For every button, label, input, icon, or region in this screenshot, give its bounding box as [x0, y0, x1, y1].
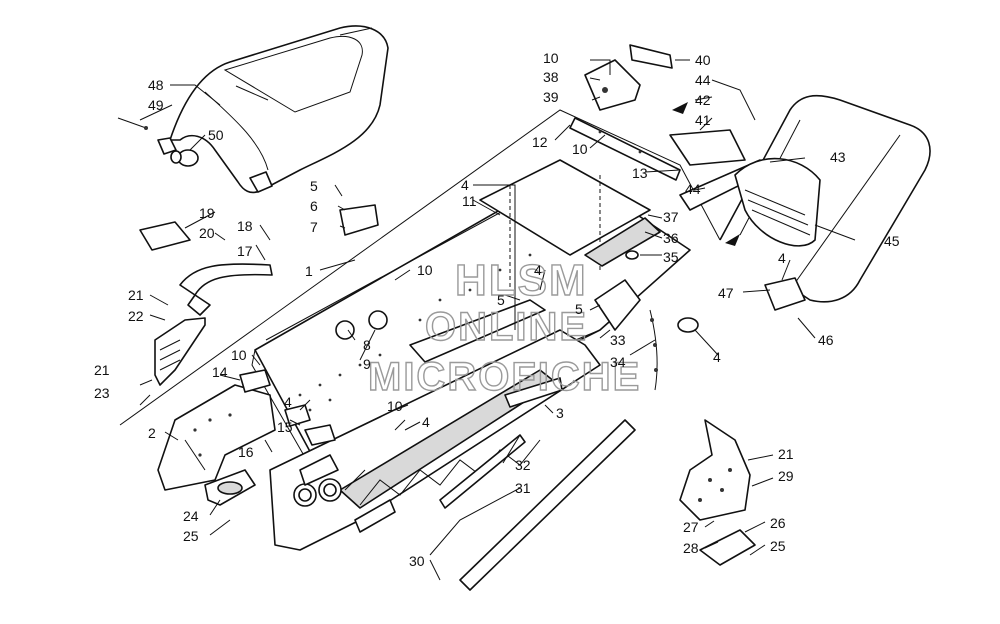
storage-plate [479, 159, 661, 290]
callout-26: 26 [770, 515, 786, 531]
callout-24: 24 [183, 508, 199, 524]
callout-50: 50 [208, 127, 224, 143]
callout-6: 6 [310, 198, 318, 214]
callout-7: 7 [310, 219, 318, 235]
callout-32: 32 [515, 457, 531, 473]
callout-10: 10 [231, 347, 247, 363]
flap-link [649, 309, 658, 391]
callout-36: 36 [663, 230, 679, 246]
callout-21: 21 [778, 446, 794, 462]
callout-3: 3 [556, 405, 564, 421]
callout-10: 10 [417, 262, 433, 278]
callout-2: 2 [148, 425, 156, 441]
brace-35 [625, 250, 639, 260]
rear-mount [764, 277, 806, 311]
callout-34: 34 [610, 354, 626, 370]
callout-13: 13 [632, 165, 648, 181]
seat [157, 25, 389, 194]
callout-4: 4 [778, 250, 786, 266]
callout-28: 28 [683, 540, 699, 556]
callout-20: 20 [199, 225, 215, 241]
right-toe-guard [699, 529, 756, 566]
rail-support [409, 299, 563, 408]
callout-45: 45 [884, 233, 900, 249]
callout-17: 17 [237, 243, 253, 259]
callout-10: 10 [543, 50, 559, 66]
callout-30: 30 [409, 553, 425, 569]
watermark-line1: HLSM [455, 256, 588, 305]
callout-39: 39 [543, 89, 559, 105]
callout-12: 12 [532, 134, 548, 150]
callout-42: 42 [695, 92, 711, 108]
callout-4: 4 [422, 414, 430, 430]
watermark-line3: MICROFICHE [368, 355, 641, 399]
seat-bumper [170, 149, 199, 167]
callout-38: 38 [543, 69, 559, 85]
grab-handle [179, 263, 273, 316]
cross-brace [569, 117, 681, 181]
callout-40: 40 [695, 52, 711, 68]
callout-44: 44 [685, 181, 701, 197]
callout-5: 5 [497, 292, 505, 308]
tube [439, 419, 636, 591]
callout-23: 23 [94, 385, 110, 401]
rear-cap [734, 157, 821, 247]
watermark-line2: ONLINE [425, 305, 588, 349]
right-footrest [679, 419, 751, 521]
handle-cover [139, 221, 191, 251]
callout-10: 10 [387, 398, 403, 414]
small-brackets [239, 204, 388, 446]
callout-14: 14 [212, 364, 228, 380]
footrest-bracket [154, 317, 206, 386]
callout-41: 41 [695, 112, 711, 128]
callout-4: 4 [534, 262, 542, 278]
callout-29: 29 [778, 468, 794, 484]
callout-10: 10 [572, 141, 588, 157]
rear-flap [669, 129, 746, 166]
callout-15: 15 [277, 419, 293, 435]
callout-27: 27 [683, 519, 699, 535]
callout-44: 44 [695, 72, 711, 88]
callout-31: 31 [515, 480, 531, 496]
callout-47: 47 [718, 285, 734, 301]
callout-25: 25 [770, 538, 786, 554]
callout-4: 4 [284, 394, 292, 410]
watermark: HLSM ONLINE MICROFICHE [367, 255, 641, 399]
callout-21: 21 [94, 362, 110, 378]
leader-lines [139, 59, 856, 581]
callout-22: 22 [128, 308, 144, 324]
callout-4: 4 [461, 177, 469, 193]
direction-arrows [672, 102, 740, 246]
callout-4: 4 [713, 349, 721, 365]
panel-5 [594, 279, 641, 331]
seat-screw [117, 117, 148, 130]
callout-11: 11 [462, 193, 477, 209]
callout-43: 43 [830, 149, 846, 165]
callout-18: 18 [237, 218, 253, 234]
callout-5: 5 [310, 178, 318, 194]
callout-49: 49 [148, 97, 164, 113]
callouts: 1 2 3 4 4 4 4 4 4 5 5 5 6 7 8 9 10 10 10… [94, 50, 900, 569]
callout-8: 8 [363, 337, 371, 353]
toe-guard [204, 469, 256, 506]
front-bracket [157, 384, 276, 491]
bolt-4 [677, 317, 699, 333]
callout-33: 33 [610, 332, 626, 348]
callout-5: 5 [575, 301, 583, 317]
hitch-bracket [584, 44, 673, 111]
callout-25: 25 [183, 528, 199, 544]
callout-37: 37 [663, 209, 679, 225]
callout-46: 46 [818, 332, 834, 348]
callout-9: 9 [363, 356, 371, 372]
rear-bumper [679, 94, 931, 303]
callout-1: 1 [305, 263, 313, 279]
callout-35: 35 [663, 249, 679, 265]
callout-19: 19 [199, 205, 215, 221]
callout-48: 48 [148, 77, 164, 93]
callout-21: 21 [128, 287, 144, 303]
callout-16: 16 [238, 444, 254, 460]
